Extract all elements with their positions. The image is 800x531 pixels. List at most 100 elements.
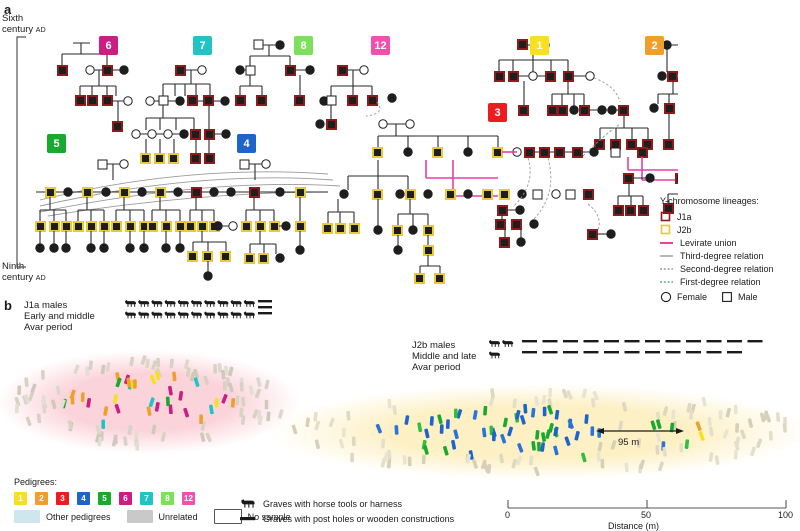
pedigree-badge-2[interactable]: 2 <box>645 36 664 55</box>
grave-marker <box>59 399 66 409</box>
grave-marker <box>735 436 741 447</box>
grave-marker <box>387 449 392 460</box>
grave-marker <box>73 364 80 375</box>
grave-marker <box>254 388 262 399</box>
horse-icon <box>151 299 163 307</box>
grave-marker <box>222 380 227 391</box>
grave-marker <box>590 426 595 436</box>
grave-marker <box>199 432 206 442</box>
cluster-j1a-label: J1a males Early and middle Avar period <box>24 300 95 333</box>
grave-marker <box>507 426 513 437</box>
post-bar-icon <box>747 340 763 343</box>
grave-marker <box>145 358 150 369</box>
pedigree-badge-7[interactable]: 7 <box>193 36 212 55</box>
time-axis-top-label: Sixth century AD <box>2 13 46 36</box>
grave-marker <box>97 436 103 447</box>
grave-marker <box>530 407 536 418</box>
time-axis-top-era: AD <box>35 26 46 34</box>
grave-marker <box>488 396 495 406</box>
post-bar-icon <box>686 351 701 354</box>
grave-marker <box>95 425 102 435</box>
grave-marker <box>346 410 351 421</box>
solid-line-icon <box>660 255 673 257</box>
grave-marker <box>95 433 101 443</box>
grave-marker <box>113 434 118 445</box>
legend-item-first-degree: First-degree relation <box>660 275 800 288</box>
grave-marker <box>517 443 524 453</box>
post-bar-icon <box>706 351 722 354</box>
horse-icon <box>138 299 150 307</box>
grave-marker <box>387 398 392 409</box>
grave-marker <box>686 402 692 413</box>
grave-marker <box>203 375 210 386</box>
grave-marker <box>782 423 787 433</box>
grave-marker <box>453 429 459 440</box>
horse-icon <box>151 311 163 319</box>
pedigree-badge-6[interactable]: 6 <box>99 36 118 55</box>
grave-marker <box>264 379 270 390</box>
grave-marker <box>747 418 754 428</box>
grave-marker <box>402 455 407 465</box>
grave-marker <box>483 463 490 473</box>
cluster-j2b-line2: Middle and late <box>412 351 477 362</box>
grave-marker <box>41 395 46 405</box>
grave-marker <box>156 357 161 368</box>
distance-annotation-label: 95 m <box>618 437 640 448</box>
grave-marker <box>768 430 773 441</box>
grave-marker <box>151 424 157 435</box>
post-bar-icon <box>563 340 578 343</box>
grave-marker <box>540 442 546 452</box>
legend-title: Y-chromosome lineages: <box>660 196 759 206</box>
grave-marker <box>456 409 463 419</box>
grave-marker <box>725 407 732 418</box>
grave-marker <box>214 397 219 408</box>
grave-marker <box>600 458 605 469</box>
grave-marker <box>135 440 140 451</box>
grave-marker <box>70 394 75 405</box>
grave-marker <box>624 462 629 473</box>
pedigrees-legend-title: Pedigrees: <box>14 477 58 487</box>
grave-marker <box>184 359 190 370</box>
horse-icon <box>243 311 255 319</box>
grave-marker <box>221 394 228 404</box>
solid-line-icon <box>660 242 673 244</box>
grave-marker <box>423 445 429 455</box>
pedigree-badge-12[interactable]: 12 <box>371 36 390 55</box>
unrelated-label: Unrelated <box>158 511 198 522</box>
distance-annotation-arrow <box>596 428 684 434</box>
horse-icon <box>190 311 202 319</box>
grave-marker <box>655 445 660 455</box>
grave-marker <box>228 382 234 393</box>
grave-marker <box>707 416 712 427</box>
grave-marker <box>127 425 133 435</box>
other-pedigrees-swatch <box>14 510 40 523</box>
post-bar-icon <box>240 517 255 521</box>
grave-marker <box>314 420 321 431</box>
pedigree-badge-5[interactable]: 5 <box>47 134 66 153</box>
grave-marker <box>733 404 738 415</box>
cluster-j1a-line3: Avar period <box>24 322 73 333</box>
pedigree-badge-4[interactable]: 4 <box>237 134 256 153</box>
legend-label-j2b: J2b <box>677 224 692 235</box>
horse-icon <box>190 299 202 307</box>
post-bar-icon <box>604 340 619 343</box>
legend-label-levirate: Levirate union <box>680 237 737 248</box>
grave-marker <box>684 439 690 449</box>
grave-marker <box>205 432 212 443</box>
pedigree-badge-3[interactable]: 3 <box>488 103 507 122</box>
cluster-j1a-line1: J1a males <box>24 300 68 311</box>
pedigree-badge-8[interactable]: 8 <box>294 36 313 55</box>
pedigree-legend-swatch-4: 4 <box>77 492 90 505</box>
grave-marker <box>417 422 423 433</box>
grave-marker <box>228 366 234 377</box>
grave-marker <box>445 419 450 429</box>
grave-marker <box>221 369 226 380</box>
pedigree-legend-swatch-2: 2 <box>35 492 48 505</box>
grave-marker <box>708 452 714 462</box>
grave-marker <box>129 356 135 367</box>
pedigree-badge-1[interactable]: 1 <box>530 36 549 55</box>
grave-marker <box>183 407 190 418</box>
grave-marker <box>592 390 599 401</box>
grave-markers <box>14 355 787 477</box>
post-bar-icon <box>258 300 272 303</box>
